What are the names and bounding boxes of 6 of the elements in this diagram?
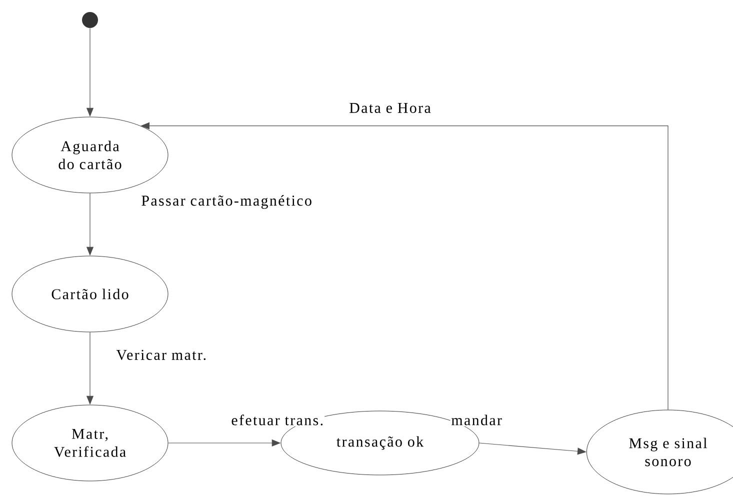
start-dot: [82, 12, 98, 28]
edge-label: Vericar matr.: [115, 348, 208, 362]
edge-label: Data e Hora: [348, 102, 432, 114]
edge-label: mandar: [450, 414, 503, 426]
edge-label: Passar cartão-magnético: [140, 194, 313, 210]
edge-label: efetuar trans.: [230, 414, 325, 426]
